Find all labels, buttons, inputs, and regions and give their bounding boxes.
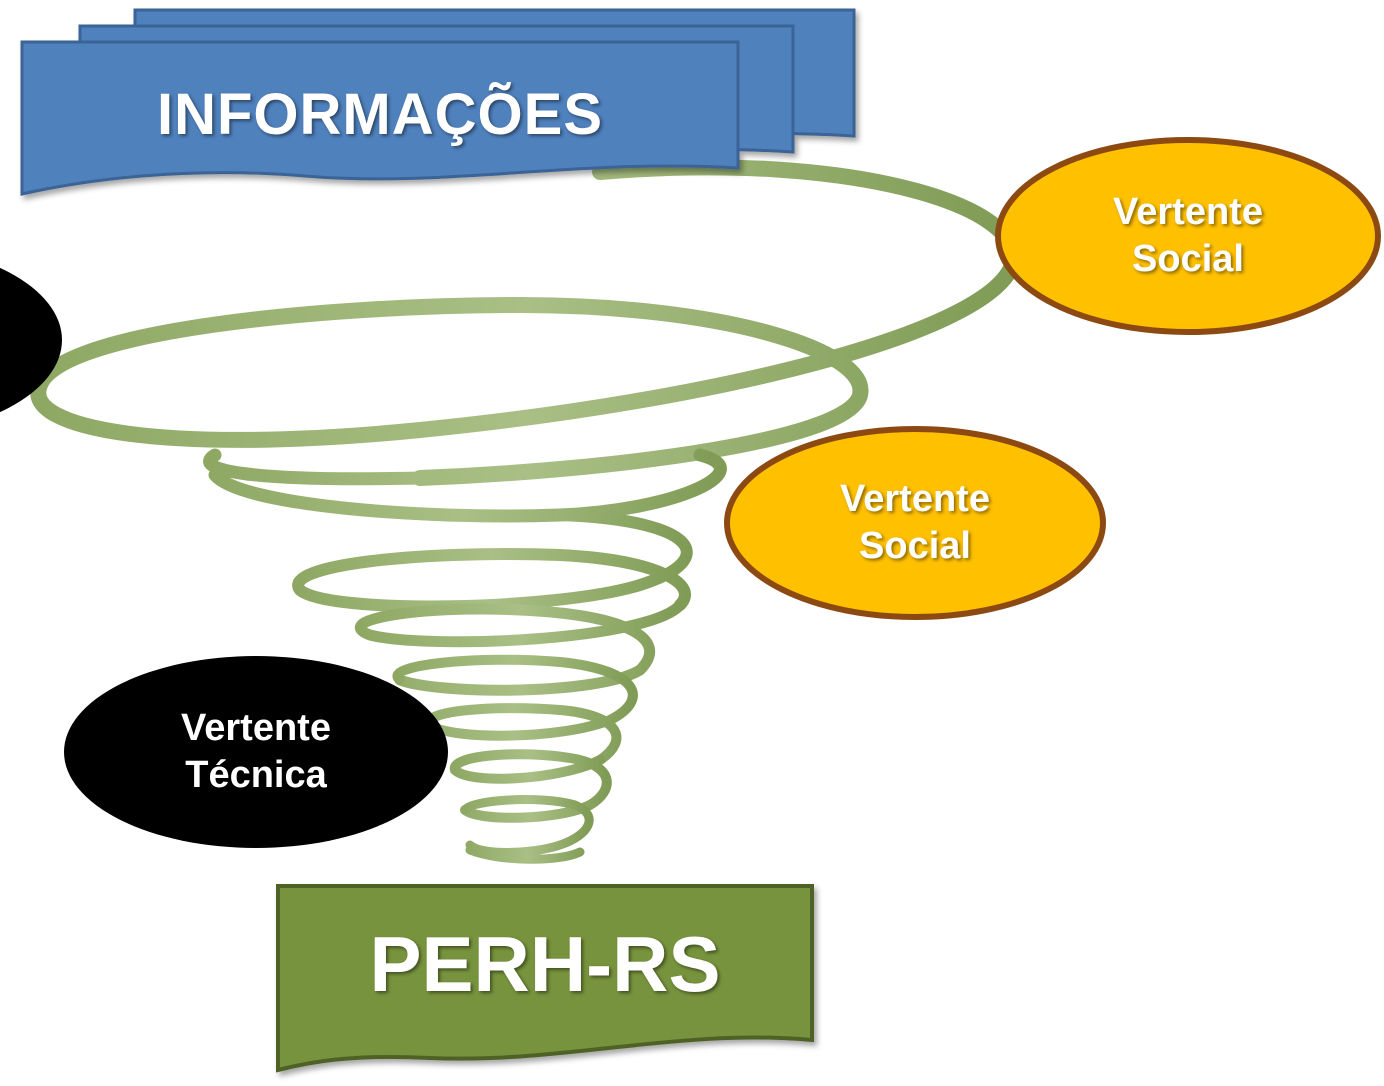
vertente-tecnica-label: Vertente Técnica	[106, 690, 406, 814]
partial-tecnica-ellipse	[0, 267, 62, 413]
perh-rs-title: PERH-RS	[369, 920, 721, 1009]
informacoes-banner	[20, 8, 856, 196]
informacoes-title: INFORMAÇÕES	[157, 81, 603, 147]
spiral-loop-6	[450, 749, 612, 823]
spiral-loop-7	[460, 795, 594, 864]
perh-banner	[276, 884, 814, 1073]
vertente-social-ellipse-2	[724, 426, 1106, 620]
vertente-social-ellipse-1	[995, 137, 1381, 335]
spiral-loop-5	[392, 654, 638, 765]
spiral-loop-4	[354, 599, 686, 696]
vertente-tecnica-ellipse	[64, 656, 448, 848]
vertente-social-1-line1: Vertente	[1113, 190, 1263, 233]
spiral-loop-3	[292, 509, 693, 613]
perh-banner-shape	[276, 884, 814, 1073]
vertente-tecnica-line2: Técnica	[185, 754, 327, 796]
vertente-social-label-2: Vertente Social	[768, 463, 1062, 583]
banner-front-layer	[20, 40, 740, 196]
vertente-social-2-line1: Vertente	[840, 477, 990, 520]
vertente-social-1-line2: Social	[1132, 238, 1244, 280]
vertente-social-label-1: Vertente Social	[1040, 176, 1336, 296]
vertente-tecnica-line1: Vertente	[181, 706, 331, 749]
vertente-social-2-line2: Social	[859, 525, 971, 567]
